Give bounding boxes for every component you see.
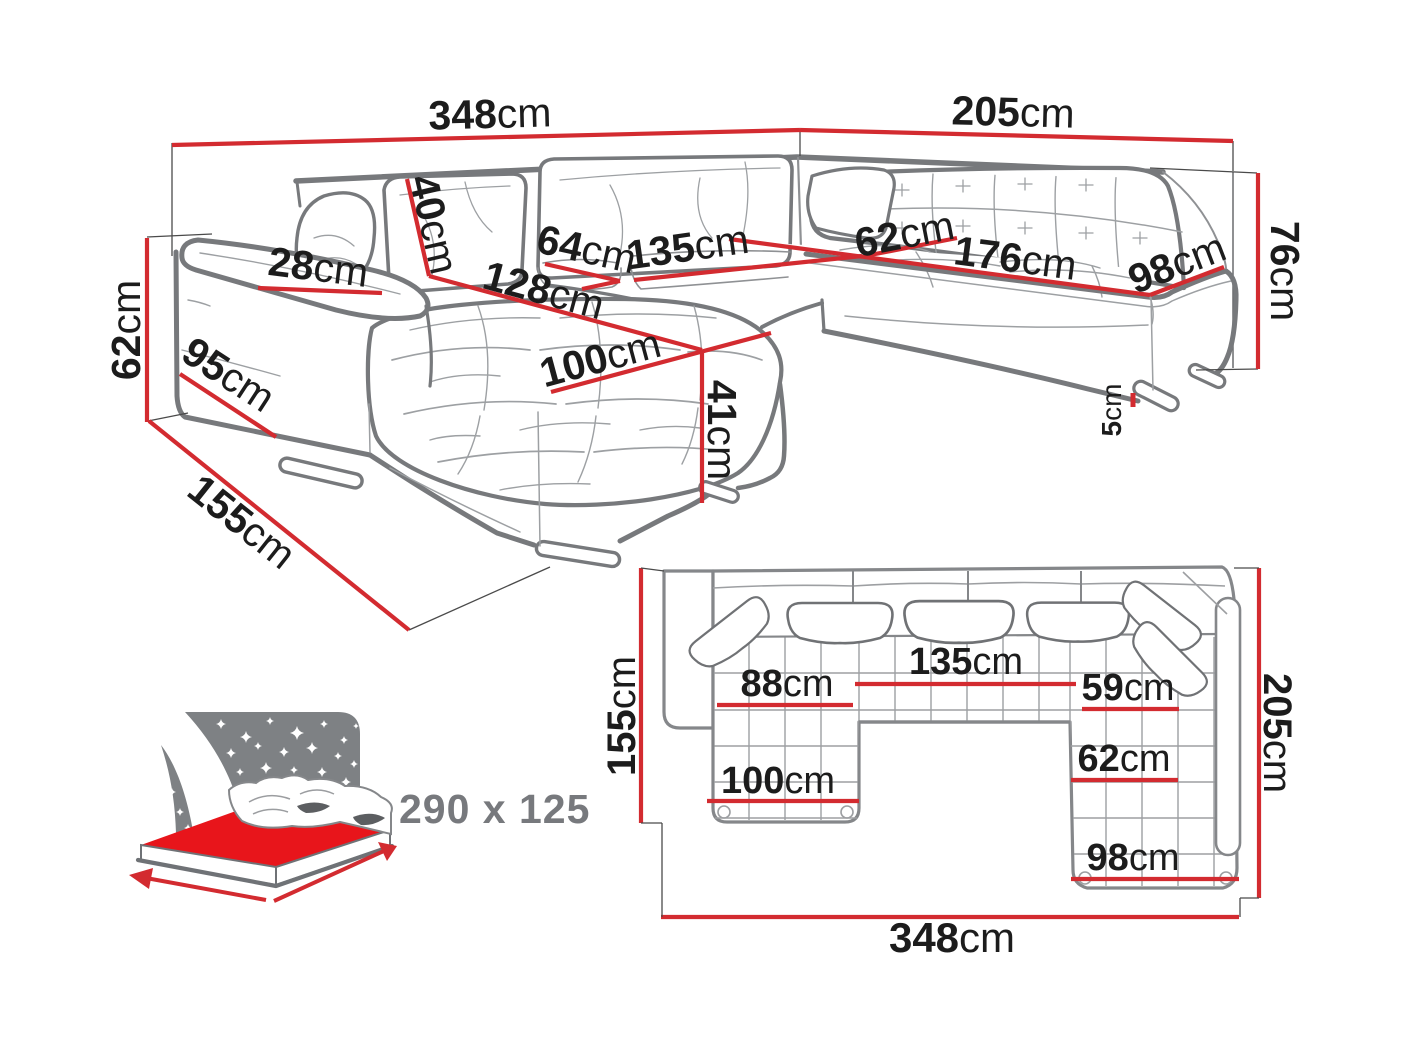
svg-text:348cm: 348cm <box>889 914 1015 961</box>
svg-text:88cm: 88cm <box>741 663 834 705</box>
svg-text:28cm: 28cm <box>266 238 371 296</box>
svg-text:76cm: 76cm <box>1262 221 1308 321</box>
svg-text:135cm: 135cm <box>909 641 1023 683</box>
svg-text:100cm: 100cm <box>721 760 835 802</box>
svg-text:41cm: 41cm <box>699 380 745 480</box>
svg-text:205cm: 205cm <box>951 87 1075 136</box>
svg-text:290 x 125: 290 x 125 <box>399 786 590 832</box>
svg-text:40cm: 40cm <box>400 170 467 278</box>
svg-text:62cm: 62cm <box>103 280 149 380</box>
svg-text:135cm: 135cm <box>623 216 751 279</box>
svg-text:5cm: 5cm <box>1096 384 1127 437</box>
svg-text:62cm: 62cm <box>1078 738 1171 780</box>
svg-text:176cm: 176cm <box>951 227 1079 289</box>
svg-text:155cm: 155cm <box>600 656 644 776</box>
svg-text:62cm: 62cm <box>851 202 958 266</box>
svg-text:205cm: 205cm <box>1255 673 1299 793</box>
svg-text:128cm: 128cm <box>478 252 609 328</box>
svg-text:98cm: 98cm <box>1087 837 1180 879</box>
svg-text:348cm: 348cm <box>428 89 552 138</box>
svg-text:64cm: 64cm <box>533 216 641 283</box>
svg-text:59cm: 59cm <box>1082 667 1175 709</box>
